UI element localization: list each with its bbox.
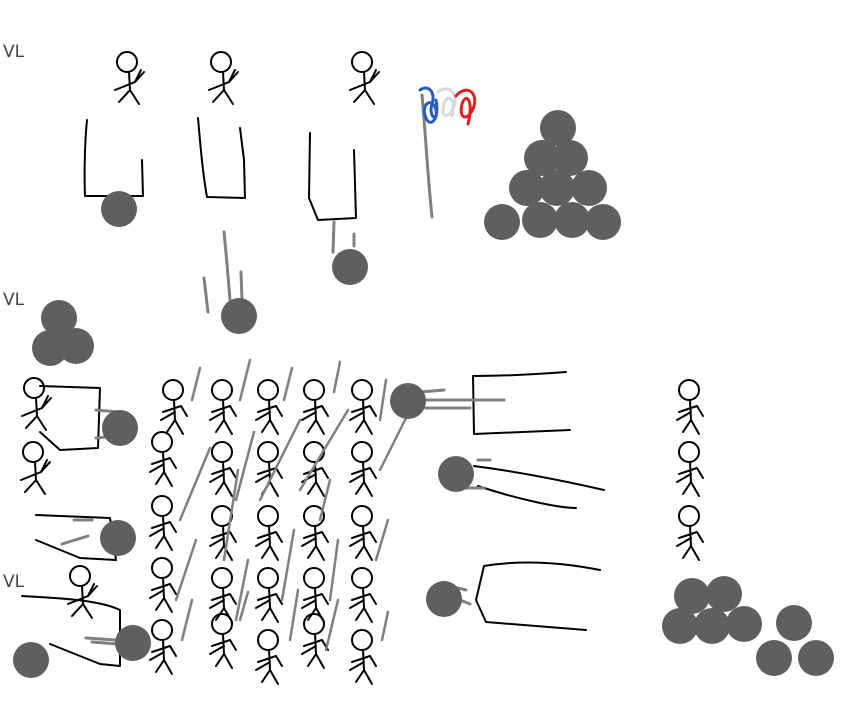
ball — [101, 191, 368, 334]
bucket — [83, 117, 357, 221]
vl-label-row2: VL — [3, 290, 25, 310]
vl-label-row1: VL — [3, 42, 25, 62]
ball-pyramid — [484, 110, 621, 240]
ball — [100, 410, 138, 556]
ball-streaks — [418, 388, 506, 606]
bucket — [35, 385, 117, 561]
stick-figure — [114, 51, 145, 105]
ball-streaks — [84, 636, 120, 646]
stick-figure — [67, 565, 98, 619]
stick-figure-tower — [676, 379, 704, 561]
ball-pile-small — [32, 300, 94, 366]
ball — [13, 625, 151, 678]
ball-pile — [662, 576, 834, 676]
stick-figure — [349, 51, 380, 105]
french-flag — [418, 86, 477, 219]
ball — [390, 383, 474, 617]
stick-figure — [20, 441, 51, 495]
bucket — [21, 595, 121, 667]
stick-figure — [208, 51, 239, 105]
bucket — [472, 371, 605, 631]
falling-ball-streaks — [202, 220, 356, 314]
crowd — [149, 379, 377, 685]
crowd-streaks — [174, 358, 408, 652]
vl-label-row3: VL — [3, 572, 25, 592]
